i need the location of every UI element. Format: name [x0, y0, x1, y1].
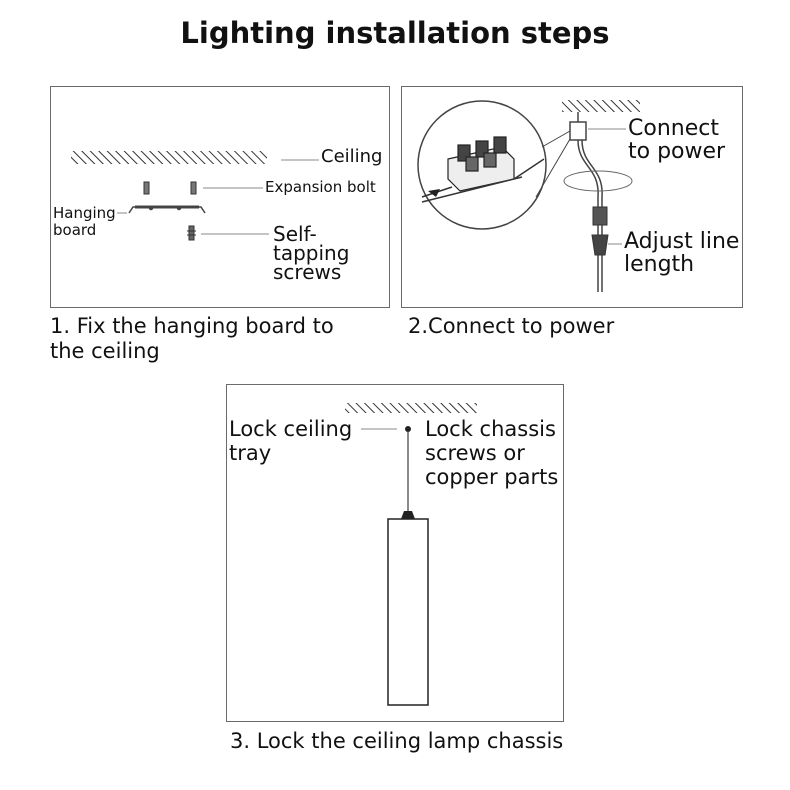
ceiling-hatch: [345, 403, 477, 413]
ceiling-label: Ceiling: [321, 146, 383, 167]
adjust-line-length-label-text: Adjust line length: [624, 229, 740, 278]
hanging-board-label: Hanging board: [53, 205, 117, 238]
lock-chassis-label: Lock chassis screws or copper parts: [425, 417, 565, 489]
step1-caption: 1. Fix the hanging board to the ceiling: [50, 314, 334, 364]
line-adjuster-icon: [591, 206, 609, 256]
pendant-lamp-body: [387, 518, 429, 706]
self-tapping-screw-icon: [187, 225, 196, 241]
step2-caption: 2.Connect to power: [408, 314, 615, 338]
hanging-board-icon: [128, 205, 206, 214]
connect-to-power-label: Connect to power: [628, 117, 740, 163]
expansion-bolt-icon: [143, 181, 197, 195]
rotation-ring: [563, 170, 633, 192]
ceiling-hatch: [562, 100, 640, 112]
step1-panel: Ceiling Expansion bolt Hanging board Sel…: [50, 86, 390, 308]
adjust-line-length-label: Adjust line length: [624, 230, 742, 276]
step3-caption: 3. Lock the ceiling lamp chassis: [230, 729, 564, 753]
chassis-screw-icon: [405, 426, 411, 432]
cable-clamp-icon: [401, 511, 415, 519]
self-tapping-screws-label: Self-tapping screws: [273, 222, 369, 284]
step3-illustration: [345, 403, 477, 706]
page-title: Lighting installation steps: [180, 16, 610, 50]
self-tapping-screws-label-text: Self-tapping screws: [273, 222, 350, 284]
step2-panel: Connect to power Adjust line length: [401, 86, 743, 308]
lock-ceiling-tray-label: Lock ceiling tray: [229, 417, 361, 465]
connect-to-power-label-text: Connect to power: [628, 116, 726, 165]
step2-illustration: [417, 100, 640, 292]
lock-ceiling-tray-label-text: Lock ceiling tray: [229, 417, 353, 466]
arrow-icon: [428, 189, 440, 197]
step3-panel: Lock ceiling tray Lock chassis screws or…: [226, 384, 564, 722]
ceiling-hatch: [71, 151, 267, 164]
step1-illustration: [71, 151, 319, 241]
expansion-bolt-label: Expansion bolt: [265, 178, 376, 196]
lock-chassis-label-text: Lock chassis screws or copper parts: [425, 417, 559, 490]
hanging-board-label-text: Hanging board: [53, 204, 116, 239]
terminal-block-icon: [447, 136, 515, 192]
